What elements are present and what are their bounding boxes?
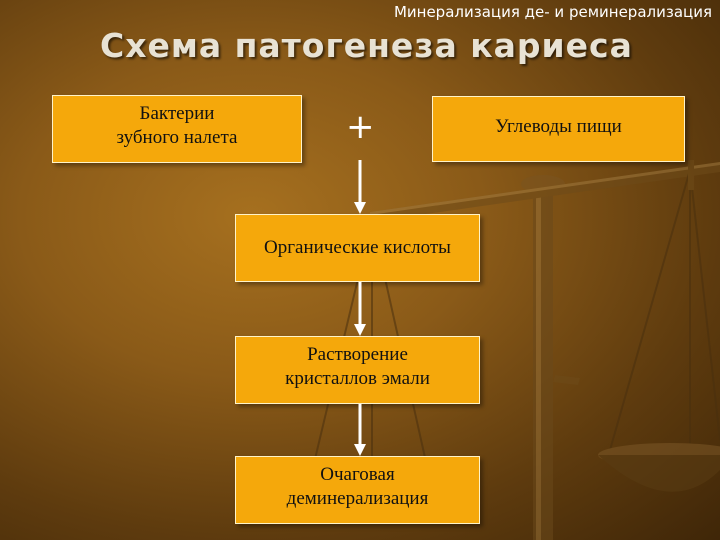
arrow-to-demineralization <box>354 404 366 456</box>
node-enamel-dissolution-line2: кристаллов эмали <box>285 367 430 389</box>
subtitle: Минерализация де- и реминерализация <box>393 3 712 21</box>
arrow-to-acids <box>354 160 366 214</box>
node-bacteria: Бактерии зубного налета <box>52 95 302 163</box>
node-bacteria-line2: зубного налета <box>116 126 238 148</box>
node-organic-acids-label: Органические кислоты <box>264 237 451 259</box>
node-carbohydrates: Углеводы пищи <box>432 96 685 162</box>
arrow-to-dissolution <box>354 282 366 336</box>
plus-sign: + <box>346 107 375 147</box>
page-title: Схема патогенеза кариеса <box>100 26 633 65</box>
node-organic-acids: Органические кислоты <box>235 214 480 282</box>
node-focal-demineralization-line1: Очаговая <box>320 464 395 485</box>
node-enamel-dissolution-line1: Растворение <box>307 344 408 365</box>
node-bacteria-line1: Бактерии <box>139 103 215 124</box>
node-focal-demineralization: Очаговая деминерализация <box>235 456 480 524</box>
node-focal-demineralization-line2: деминерализация <box>286 487 429 509</box>
node-enamel-dissolution: Растворение кристаллов эмали <box>235 336 480 404</box>
node-carbohydrates-label: Углеводы пищи <box>495 116 622 137</box>
